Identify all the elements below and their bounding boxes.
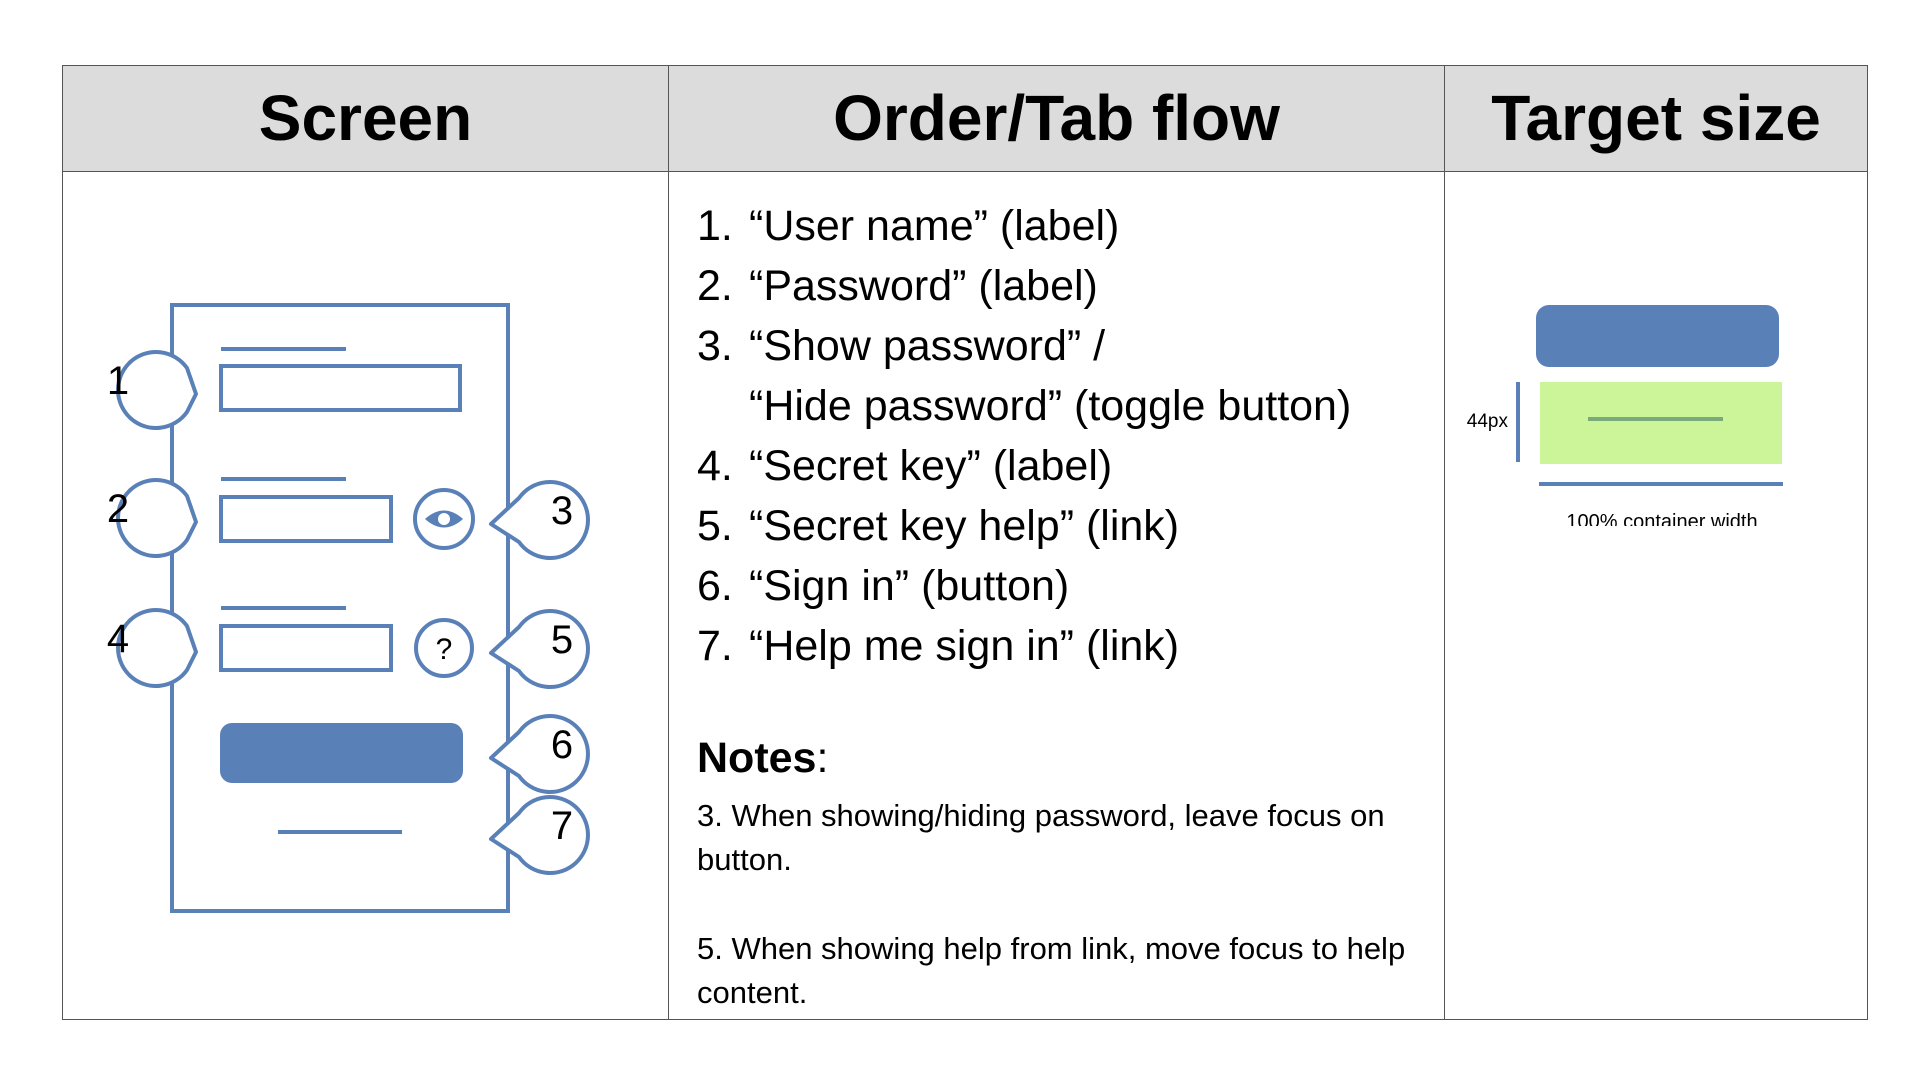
callout-6-bubble — [489, 714, 590, 794]
callout-3-label: 3 — [551, 489, 573, 533]
list-item: 6.“Sign in” (button) — [697, 562, 1070, 610]
target-area — [1540, 382, 1782, 464]
height-label: 44px — [1467, 411, 1509, 432]
list-item: 2.“Password” (label) — [697, 262, 1098, 310]
callout-2-bubble — [116, 478, 198, 558]
callout-3-bubble — [489, 480, 590, 560]
list-item: 3.“Show password” / “Hide password” (tog… — [697, 322, 1352, 430]
list-item: 4.“Secret key” (label) — [697, 442, 1113, 490]
callout-5-bubble — [489, 609, 590, 689]
table-header-row — [63, 66, 1867, 172]
callout-6-label: 6 — [551, 723, 573, 767]
svg-text:?: ? — [436, 633, 453, 666]
phone-frame — [170, 303, 510, 913]
list-item: 7.“Help me sign in” (link) — [697, 622, 1180, 670]
callout-7-label: 7 — [551, 804, 573, 848]
layout-table: Screen Order/Tab flow Target size ? — [62, 65, 1868, 1020]
width-label: 100% container width — [1566, 511, 1757, 526]
callout-1-bubble — [116, 350, 198, 430]
column-divider — [1444, 66, 1445, 1019]
callout-1-label: 1 — [107, 359, 129, 403]
username-field — [219, 364, 462, 412]
list-item: 5.“Secret key help” (link) — [697, 502, 1180, 550]
callout-7-bubble — [489, 795, 590, 875]
callout-4-bubble — [116, 608, 198, 688]
header-order-tab-flow: Order/Tab flow — [833, 82, 1280, 154]
secret-key-field — [219, 624, 393, 672]
screen-wireframe: ? 1 2 3 4 5 6 7 — [107, 303, 590, 913]
target-size-diagram: 44px 100% container width — [1467, 305, 1783, 526]
sign-in-button — [220, 723, 463, 783]
tab-order-list: 1.“User name” (label) 2.“Password” (labe… — [697, 196, 1437, 676]
question-icon: ? — [414, 618, 474, 678]
list-item: 1.“User name” (label) — [697, 202, 1120, 250]
callout-4-label: 4 — [107, 617, 129, 661]
eye-icon — [413, 488, 475, 550]
header-target-size: Target size — [1491, 82, 1821, 154]
note-1: 3. When showing/hiding password, leave f… — [697, 798, 1385, 877]
callout-2-label: 2 — [107, 487, 129, 531]
note-2: 5. When showing help from link, move foc… — [697, 931, 1406, 1010]
notes-heading: Notes: — [697, 734, 829, 782]
password-field — [219, 495, 393, 543]
header-screen: Screen — [258, 82, 473, 154]
column-divider — [668, 66, 669, 1019]
callout-5-label: 5 — [551, 618, 573, 662]
sample-button — [1536, 305, 1779, 367]
